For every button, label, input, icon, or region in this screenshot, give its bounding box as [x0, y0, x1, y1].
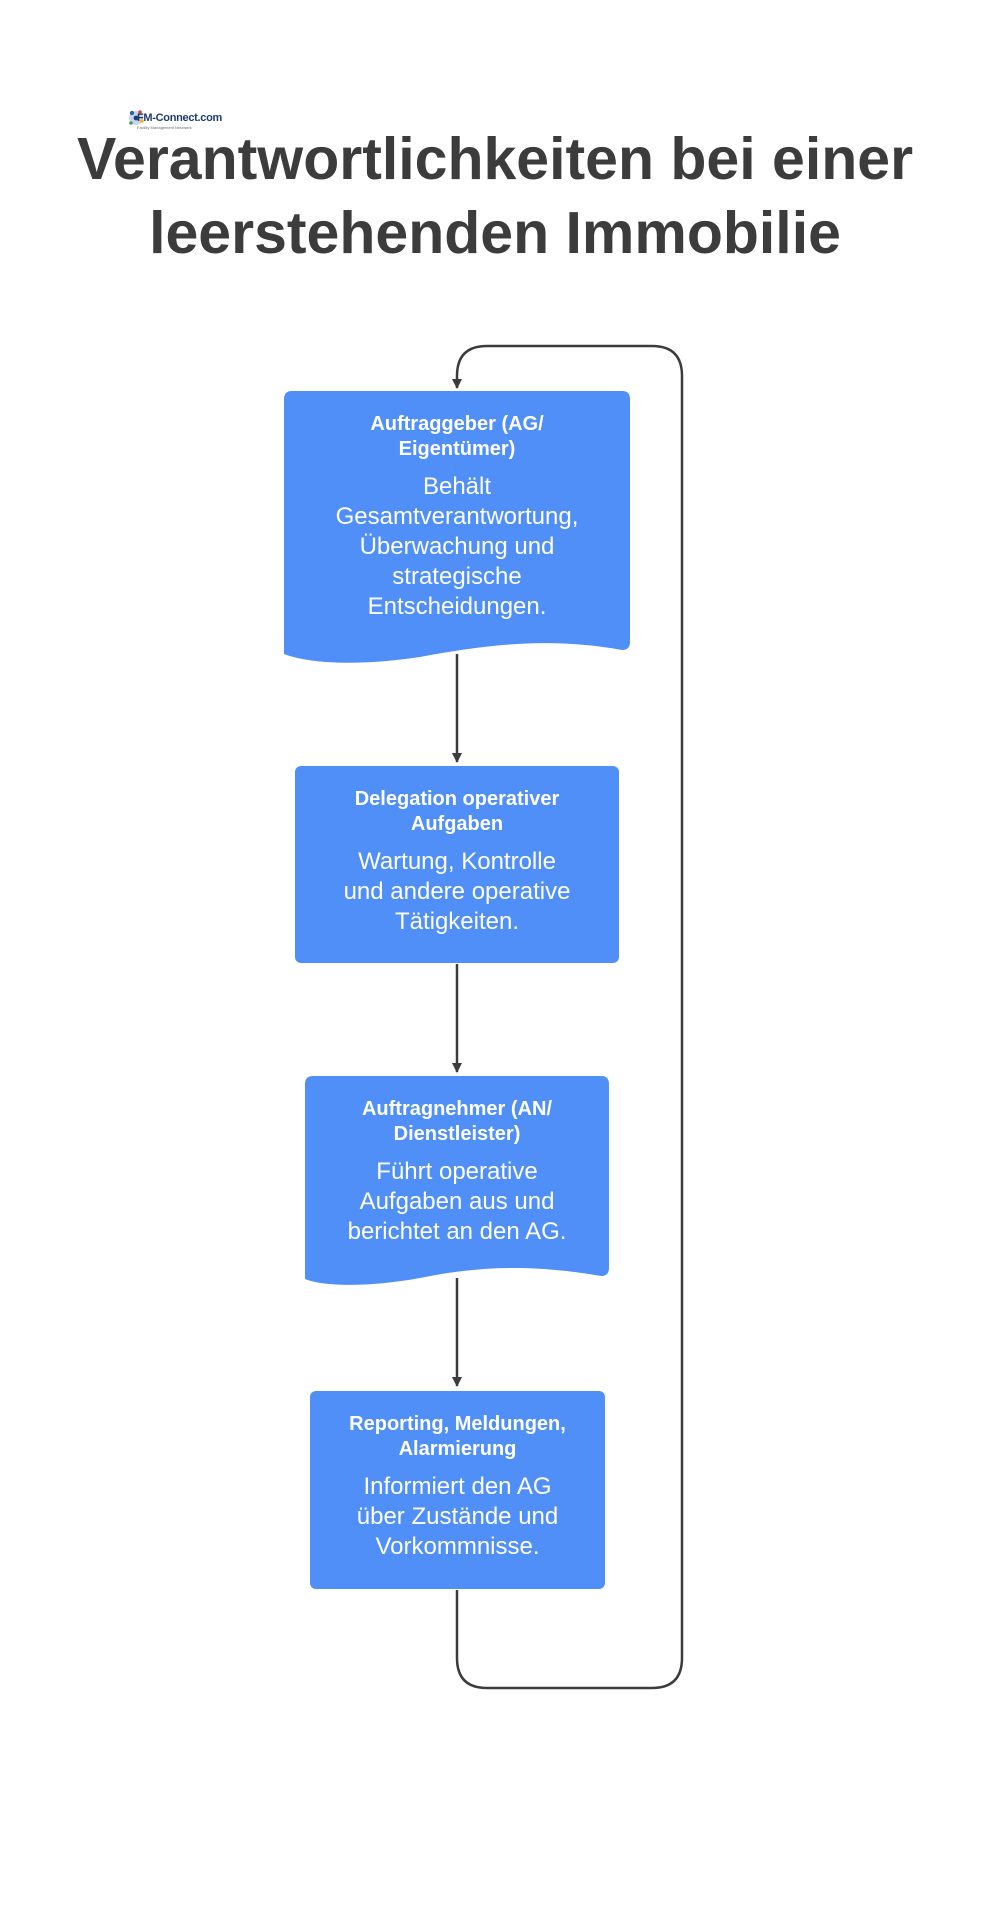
- node-shape-1: [284, 391, 630, 663]
- fm-connect-logo: [129, 110, 144, 125]
- node-reporting: Reporting, Meldungen, Alarmierung Inform…: [310, 1412, 605, 1562]
- node-body-line: Behält: [422, 473, 492, 500]
- page-title-line-2: leerstehenden Immobilie: [149, 200, 841, 266]
- page-title-line-1: Verantwortlichkeiten bei einer: [76, 126, 914, 192]
- node-body-line: Informiert den AG: [363, 1473, 552, 1500]
- node-body-line: und andere operative: [343, 878, 571, 905]
- node-title-line: Alarmierung: [398, 1438, 517, 1460]
- node-body-line: Vorkommnisse.: [375, 1533, 540, 1560]
- node-body-line: Führt operative: [376, 1158, 538, 1185]
- loop-back-connector: [452, 344, 684, 1690]
- node-body-line: Überwachung und: [359, 533, 555, 560]
- node-title-line: Eigentümer): [398, 438, 516, 460]
- node-body-line: über Zustände und: [356, 1503, 559, 1530]
- node-shape-4: [310, 1391, 605, 1589]
- node-body-line: Gesamtverantwortung,: [335, 503, 579, 530]
- node-body-line: Entscheidungen.: [367, 593, 547, 620]
- node-auftragnehmer: Auftragnehmer (AN/ Dienstleister) Führt …: [305, 1097, 609, 1247]
- node-title-line: Auftraggeber (AG/: [370, 413, 544, 435]
- node-auftraggeber: Auftraggeber (AG/ Eigentümer) Behält Ges…: [284, 412, 630, 622]
- node-title-line: Aufgaben: [410, 813, 504, 835]
- node-title-line: Dienstleister): [393, 1123, 521, 1145]
- node-delegation: Delegation operativer Aufgaben Wartung, …: [295, 787, 619, 937]
- node-title-line: Reporting, Meldungen,: [349, 1413, 566, 1435]
- node-body-line: berichtet an den AG.: [347, 1218, 567, 1245]
- node-body-line: strategische: [392, 563, 522, 590]
- node-body-line: Wartung, Kontrolle: [358, 848, 556, 875]
- node-title-line: Delegation operativer: [354, 788, 560, 810]
- node-shape-2: [295, 766, 619, 963]
- node-shape-3: [305, 1076, 609, 1285]
- logo-text: FM-Connect.com: [137, 112, 223, 124]
- node-body-line: Tätigkeiten.: [394, 908, 520, 935]
- logo-tagline: Facility Management Netzwerk: [137, 125, 192, 130]
- node-title-line: Auftragnehmer (AN/: [361, 1098, 552, 1120]
- node-body-line: Aufgaben aus und: [359, 1188, 555, 1215]
